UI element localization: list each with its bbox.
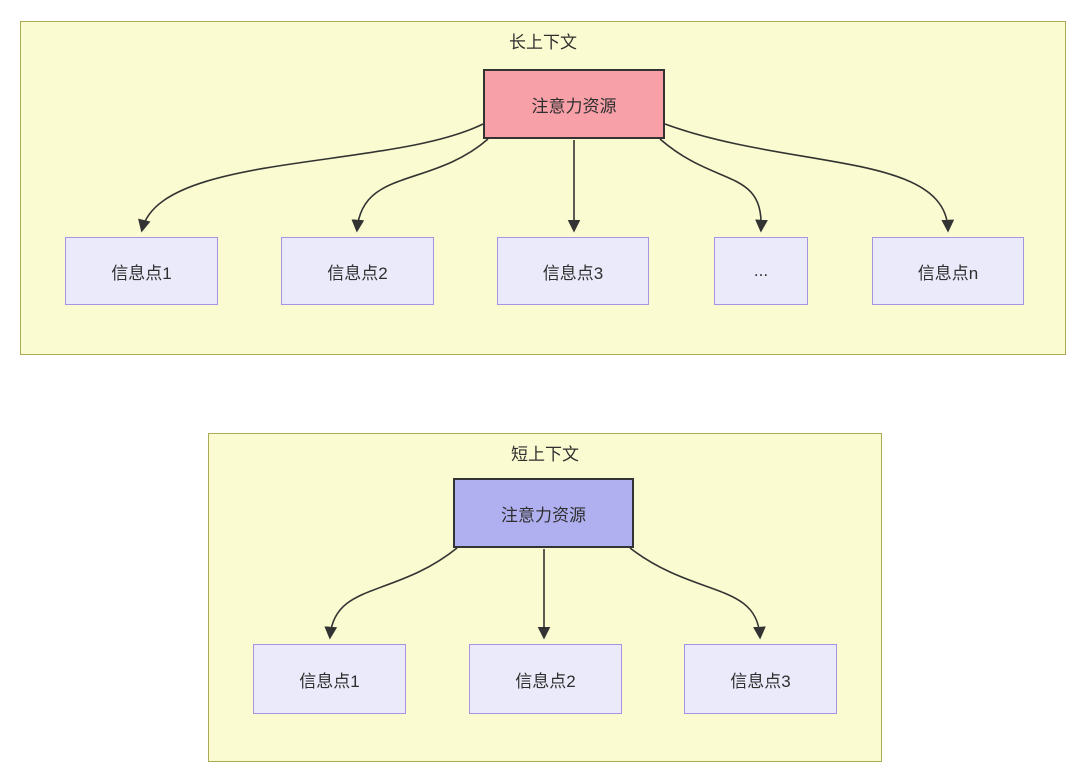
- long-info-label-n: 信息点n: [917, 263, 979, 283]
- long-attention-label: 注意力资源: [531, 96, 617, 116]
- long-attention-box: 注意力资源: [483, 69, 665, 139]
- long-info-label-1: 信息点1: [111, 263, 172, 283]
- long-info-box-ellipsis: ...: [714, 237, 808, 305]
- long-info-label-2: 信息点2: [327, 263, 388, 283]
- short-info-label-1: 信息点1: [299, 671, 360, 691]
- short-info-label-3: 信息点3: [730, 671, 791, 691]
- long-info-box-n: 信息点n: [872, 237, 1024, 305]
- long-context-title: 长上下文: [509, 33, 577, 52]
- long-info-box-3: 信息点3: [497, 237, 649, 305]
- long-info-box-2: 信息点2: [281, 237, 434, 305]
- short-info-box-2: 信息点2: [469, 644, 622, 714]
- short-info-box-1: 信息点1: [253, 644, 406, 714]
- long-info-label-ellipsis: ...: [753, 261, 769, 280]
- short-info-box-3: 信息点3: [684, 644, 837, 714]
- short-info-label-2: 信息点2: [515, 671, 576, 691]
- long-info-label-3: 信息点3: [542, 263, 604, 283]
- short-context-title: 短上下文: [511, 445, 579, 464]
- short-attention-box: 注意力资源: [453, 478, 634, 548]
- long-info-box-1: 信息点1: [65, 237, 218, 305]
- short-attention-label: 注意力资源: [501, 505, 586, 525]
